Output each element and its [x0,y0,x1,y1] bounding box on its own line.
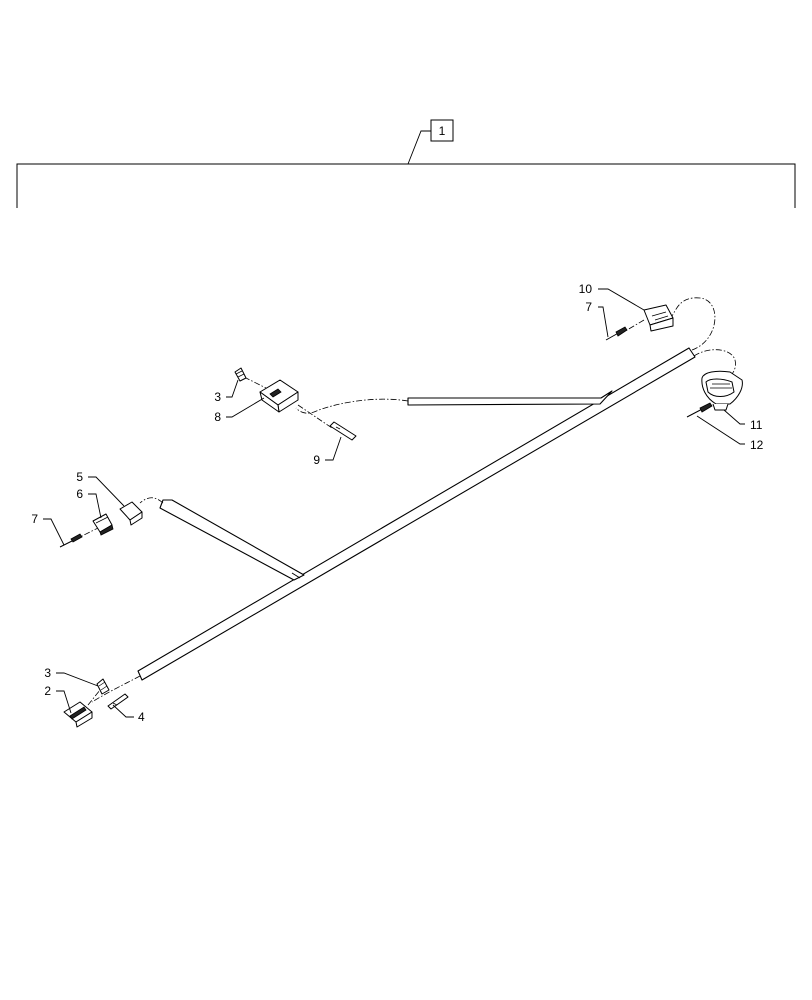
leader-7-left [43,518,65,546]
callout-12: 12 [750,438,764,452]
terminal-3-low [96,678,110,695]
connector-8 [259,379,299,413]
connector-2 [63,701,93,728]
wire-to-connector-5 [139,497,164,504]
wire-connector-10-to-terminal-7 [621,319,645,334]
leader-8 [226,397,265,418]
leader-10 [598,288,645,311]
callout-11: 11 [750,418,763,432]
connector-11 [701,370,743,411]
callout-3-mid: 3 [214,390,221,404]
wire-connector-2-to-terminal-3 [87,689,101,706]
terminal-7-left [59,533,83,548]
callout-9: 9 [313,453,320,467]
callout-3-low: 3 [44,666,51,680]
assembly-label-box [430,119,454,142]
terminal-9 [329,421,357,441]
leader-3-low [56,672,99,687]
leader-3-mid [226,379,239,398]
wire-to-connector-10 [671,297,716,351]
upper-branch-tube [407,390,613,406]
leader-2 [56,690,72,714]
leader-7-top [598,306,609,338]
connector-5 [119,501,143,526]
branch-joint [291,572,301,579]
callout-leaders [43,288,745,718]
callout-2: 2 [44,684,51,698]
callout-10: 10 [579,282,593,296]
wire-to-connector-11 [693,349,736,379]
left-branch-tube [159,499,305,581]
wire-to-connector-8 [295,398,409,414]
assembly-leader [407,130,431,165]
leader-5 [88,476,125,507]
assembly-brace [16,163,796,208]
wire-to-connector-2 [91,675,141,703]
callout-5: 5 [76,470,83,484]
leader-9 [325,436,342,461]
leader-6 [88,493,102,519]
main-harness-trunk [137,347,696,681]
terminal-3-mid [234,367,247,382]
callout-6: 6 [76,487,83,501]
connector-6 [92,513,114,536]
harness-tubes [137,347,696,681]
terminal-7-top [605,326,628,341]
terminal-4 [107,693,129,710]
callout-7-top: 7 [585,300,592,314]
terminal-12 [686,402,713,418]
callout-8: 8 [214,410,221,424]
wire-connector-8-to-terminal-9 [297,404,333,429]
assembly-bracket: 1 [16,119,796,208]
leader-11 [723,409,745,425]
connector-10 [643,304,674,332]
callout-labels: 10 7 11 12 3 8 9 5 6 7 3 2 4 [31,282,763,724]
callout-7-left: 7 [31,512,38,526]
callout-4: 4 [138,710,145,724]
leader-12 [696,415,745,445]
assembly-label: 1 [439,124,446,138]
leader-4 [112,704,134,718]
